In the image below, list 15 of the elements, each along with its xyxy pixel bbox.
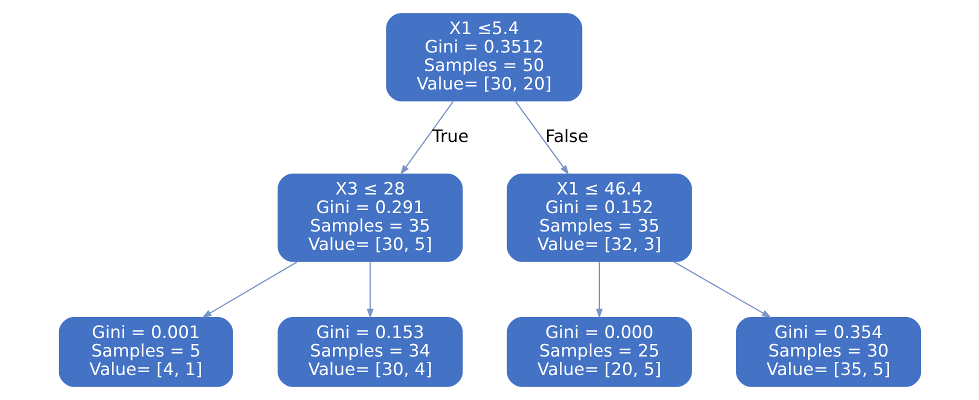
node-box: Gini = 0.001 Samples = 5 Value= [4, 1] (58, 317, 232, 387)
arrow (514, 101, 569, 175)
arrow (595, 262, 602, 319)
arrow (366, 262, 374, 319)
edge-label: False (544, 127, 588, 148)
node-box: X3 ≤ 28 Gini = 0.291 Samples = 35 Value= [30, 5] (277, 174, 462, 262)
node-box: Gini = 0.354 Samples = 30 Value= [35, 5] (736, 317, 921, 387)
node-box: Gini = 0.000 Samples = 25 Value= [20, 5] (506, 317, 692, 387)
arrow (201, 261, 297, 318)
arrow (400, 101, 454, 175)
arrow (673, 261, 772, 318)
edge-label: True (432, 127, 468, 148)
node-box: X1 ≤5.4 Gini = 0.3512 Samples = 50 Value= [30, 20] (386, 13, 582, 102)
node-box: X1 ≤ 46.4 Gini = 0.152 Samples = 35 Value= [32, 3] (506, 174, 692, 262)
node-box: Gini = 0.153 Samples = 34 Value= [30, 4] (277, 317, 462, 387)
